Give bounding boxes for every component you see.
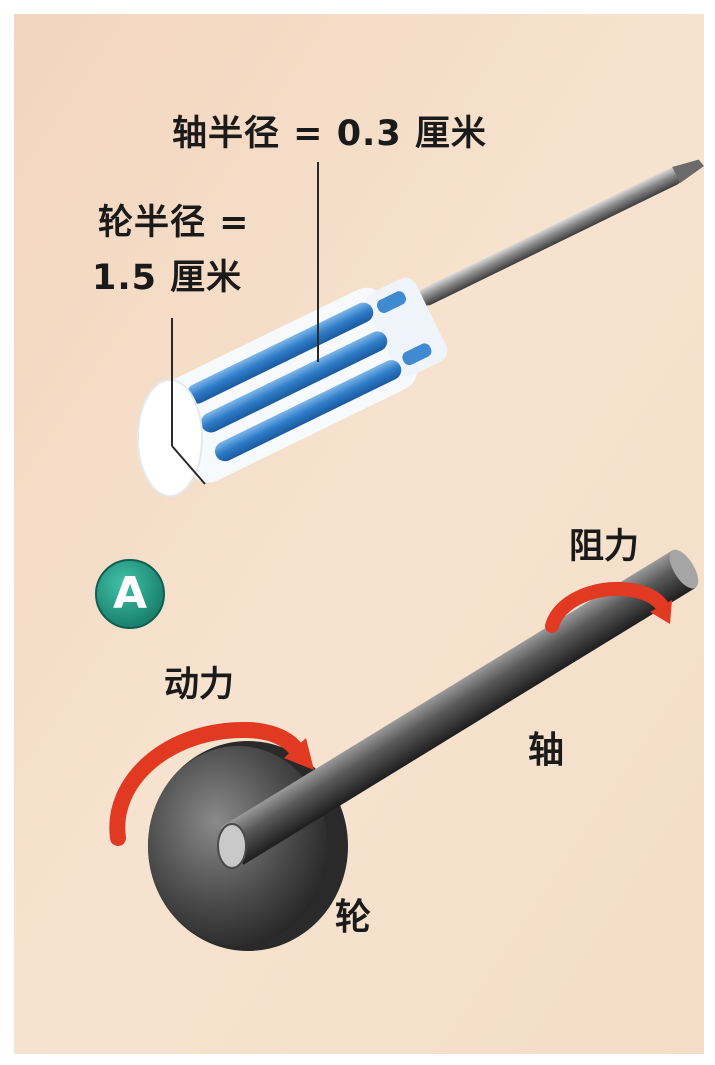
screwdriver-shaft (418, 159, 704, 306)
wheel-radius-label-line1: 轮半径 = (98, 203, 250, 243)
wheel-radius-label-line2: 1.5 厘米 (92, 258, 243, 298)
screwdriver-handle (157, 277, 448, 483)
wheel-and-axle-model (148, 549, 699, 951)
wheel-label: 轮 (335, 897, 372, 938)
axle-label: 轴 (528, 730, 565, 771)
resistance-label: 阻力 (569, 527, 640, 567)
axle-rod (220, 549, 699, 865)
effort-curved-arrow-icon (109, 721, 314, 846)
paper-panel (14, 14, 704, 1054)
axle-front-end (217, 823, 247, 869)
badge-letter: A (112, 568, 148, 619)
resistance-curved-arrow-icon (545, 581, 672, 633)
screwdriver (137, 159, 704, 497)
letter-a-badge-icon (95, 559, 165, 629)
axle-radius-label: 轴半径 = 0.3 厘米 (172, 114, 487, 154)
wheel-radius-measure-line (171, 445, 206, 485)
effort-label: 动力 (164, 665, 235, 705)
handle-end-cap (137, 379, 203, 497)
